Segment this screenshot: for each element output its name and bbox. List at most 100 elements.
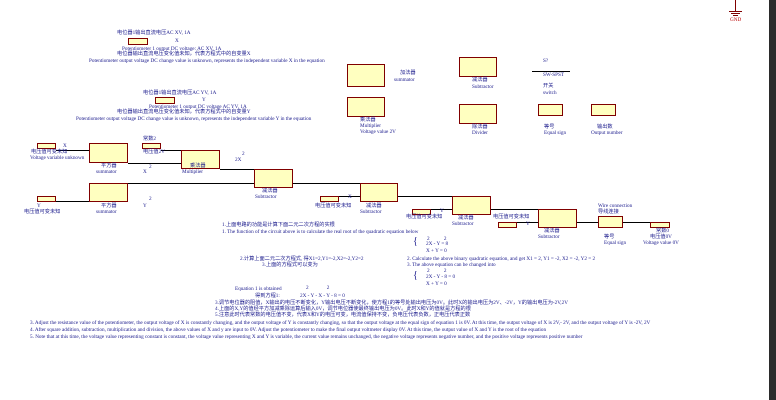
label: Voltage value 2V	[360, 129, 396, 135]
text-line: 得到方程1:	[255, 293, 280, 299]
note: Potentiometer 1 output DC voltage: AC XV…	[122, 46, 222, 52]
note: 电位器输出直流电压变化值未知，代表方程式中的自变量X	[117, 51, 251, 57]
text-line: 4. After square addition, subtraction, m…	[30, 327, 547, 333]
subtractor-2[interactable]	[360, 183, 398, 202]
pot-y-symbol[interactable]	[155, 97, 175, 104]
label: SW-SPST	[543, 72, 565, 78]
label: 减法器	[544, 228, 560, 234]
equal-sign[interactable]	[598, 216, 623, 228]
equation: 2X - Y = 8	[426, 241, 449, 247]
label: 除法器	[472, 124, 488, 130]
x-source-2[interactable]	[320, 196, 339, 202]
label: Voltage value 0V	[643, 240, 679, 246]
label: 电压值可变未知	[406, 214, 443, 220]
label: Y	[37, 203, 41, 209]
y-source-2[interactable]	[412, 209, 431, 215]
label: 常数0	[656, 228, 669, 234]
label: 电压值0V	[650, 234, 672, 240]
subtractor-4[interactable]	[538, 209, 577, 228]
label: 加法器	[400, 70, 416, 76]
label: summator	[96, 209, 117, 215]
constant-2v[interactable]	[142, 143, 161, 149]
label: 电压值可变未知	[31, 149, 68, 155]
note: X	[175, 38, 179, 44]
squarer-x[interactable]	[89, 143, 128, 163]
label: 乘法器	[360, 117, 376, 123]
label: Voltage variable unknown	[30, 155, 85, 161]
label: X	[63, 143, 67, 149]
label: Y	[526, 221, 530, 227]
text-line: 1.上面电路的功能是计算下面二元二次方程的实根	[222, 222, 335, 228]
note: Y	[202, 97, 206, 103]
constant-0v[interactable]	[650, 222, 670, 228]
output-number-legend[interactable]	[591, 104, 616, 116]
divider-legend[interactable]	[459, 104, 497, 124]
label: summator	[96, 169, 117, 175]
label: Subtractor	[538, 234, 560, 240]
label: Subtractor	[255, 194, 277, 200]
multiplier-legend[interactable]	[347, 97, 385, 117]
label: 减法器	[458, 215, 474, 221]
text-line: 5.注意此时代表常数的电压值不变，代表X和Y的电压可变，电流值保持不变，负电压代…	[215, 312, 471, 318]
label: summator	[394, 77, 415, 83]
y-variable-source[interactable]	[37, 196, 56, 202]
text-line: 3. The above equation can be changed int…	[407, 262, 496, 268]
label: Equal sign	[544, 130, 567, 136]
label: 电压值可变未知	[493, 214, 530, 220]
label: 平方器	[101, 203, 117, 209]
label: Y	[440, 208, 444, 214]
note: Potentiometer output voltage DC change v…	[76, 116, 312, 122]
note: 电位器1输出直流电压AC YV, 1A	[143, 90, 217, 96]
subtractor-1[interactable]	[254, 169, 293, 188]
note: 电位器输出直流电压变化值未知，代表方程式中的自变量Y	[117, 109, 251, 115]
label: Subtractor	[472, 84, 494, 90]
switch-icon[interactable]	[532, 71, 570, 72]
subtractor-3[interactable]	[452, 196, 491, 215]
label: Subtractor	[360, 209, 382, 215]
label: 常数2	[143, 136, 156, 142]
text-line: 4.上面的X,Y的值经平方加减乘除运算后输入0V，调节电位器使最终输出电压为0V…	[215, 306, 471, 312]
text-line: 3.调节电位器的阻值，X输出的电压不断变化，Y输出电压不断变化，使方程1的等号处…	[215, 300, 568, 306]
label: 乘法器	[190, 163, 206, 169]
label: 2	[149, 196, 152, 202]
text-line: 3.上面的方程式可以变为	[262, 262, 318, 268]
label: 电压值可变未知	[315, 203, 352, 209]
label: Divider	[472, 130, 488, 136]
pot-x-symbol[interactable]	[128, 38, 148, 45]
label: 2	[149, 164, 152, 170]
label: 减法器	[262, 188, 278, 194]
note: Potentiometer output voltage DC change v…	[89, 58, 325, 64]
label: Output number	[591, 130, 623, 136]
label: Subtractor	[452, 221, 474, 227]
multiplier[interactable]	[181, 150, 220, 169]
brace: {	[413, 236, 418, 247]
equation: X + Y = 0	[426, 248, 447, 254]
text-line: 3. Adjust the resistance value of the po…	[30, 320, 651, 326]
adder-legend[interactable]	[347, 64, 385, 87]
label: 等号	[544, 124, 555, 130]
label: 减法器	[472, 77, 488, 83]
label: Y	[143, 203, 147, 209]
label: 2	[242, 151, 245, 157]
y-source-3[interactable]	[498, 222, 517, 228]
label: 电压值2V	[143, 149, 165, 155]
label: X	[348, 194, 352, 200]
text-line: 2.计算上面二元二次方程式, 得X1=2,Y1=-2,X2=-2,Y2=2	[240, 256, 364, 262]
label: 开关	[543, 83, 554, 89]
x-variable-source[interactable]	[37, 143, 56, 149]
label: switch	[543, 90, 557, 96]
equation: 2X - Y - 8 = 0	[426, 274, 456, 280]
label: 减法器	[366, 203, 382, 209]
subtractor-legend[interactable]	[459, 57, 497, 77]
text-line: 1. The function of the circuit above is …	[222, 229, 419, 235]
label: 导线连接	[598, 209, 619, 215]
text-line: 2. Calculate the above binary quadratic …	[407, 256, 596, 262]
squarer-y[interactable]	[89, 183, 128, 202]
note: Potentiometer 1 output DC voltage AC YV,…	[149, 104, 247, 110]
label: 平方器	[101, 163, 117, 169]
label: Wire connection	[598, 203, 633, 209]
scrollbar-edge[interactable]	[769, 0, 776, 400]
gnd-label: GND	[730, 17, 742, 23]
label: Multiplier	[360, 123, 382, 129]
equal-sign-legend[interactable]	[538, 104, 563, 116]
